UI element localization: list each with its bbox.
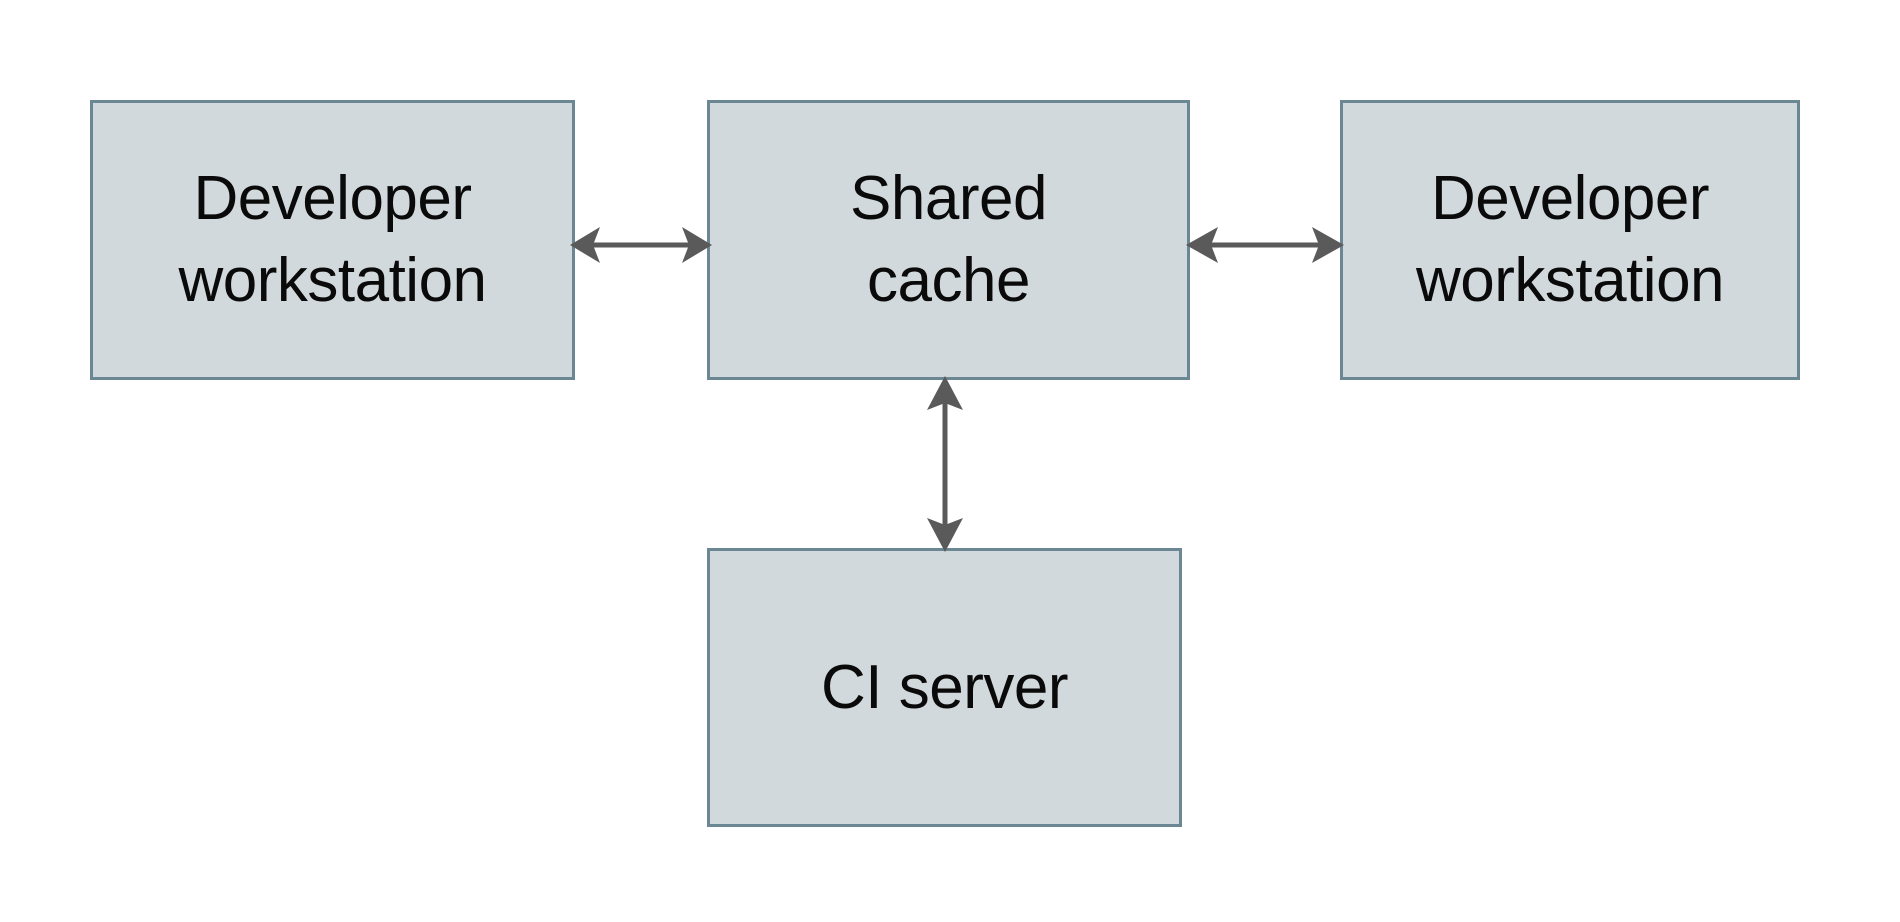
double-arrow-icon (1186, 227, 1344, 263)
double-arrow-icon (927, 376, 963, 552)
connector-shared-cache-to-ci-server[interactable] (913, 376, 977, 552)
node-label-shared-cache: Shared cache (850, 164, 1047, 315)
node-ci-server[interactable]: CI server (707, 548, 1182, 827)
node-developer-workstation-right[interactable]: Developer workstation (1340, 100, 1800, 380)
connector-shared-cache-to-dev-right[interactable] (1186, 213, 1344, 277)
node-shared-cache[interactable]: Shared cache (707, 100, 1190, 380)
node-label-developer-workstation-right: Developer workstation (1415, 164, 1725, 315)
double-arrow-icon (570, 227, 712, 263)
node-label-ci-server: CI server (821, 652, 1068, 722)
connector-dev-left-to-shared-cache[interactable] (570, 213, 712, 277)
node-label-developer-workstation-left: Developer workstation (178, 164, 487, 315)
node-developer-workstation-left[interactable]: Developer workstation (90, 100, 575, 380)
